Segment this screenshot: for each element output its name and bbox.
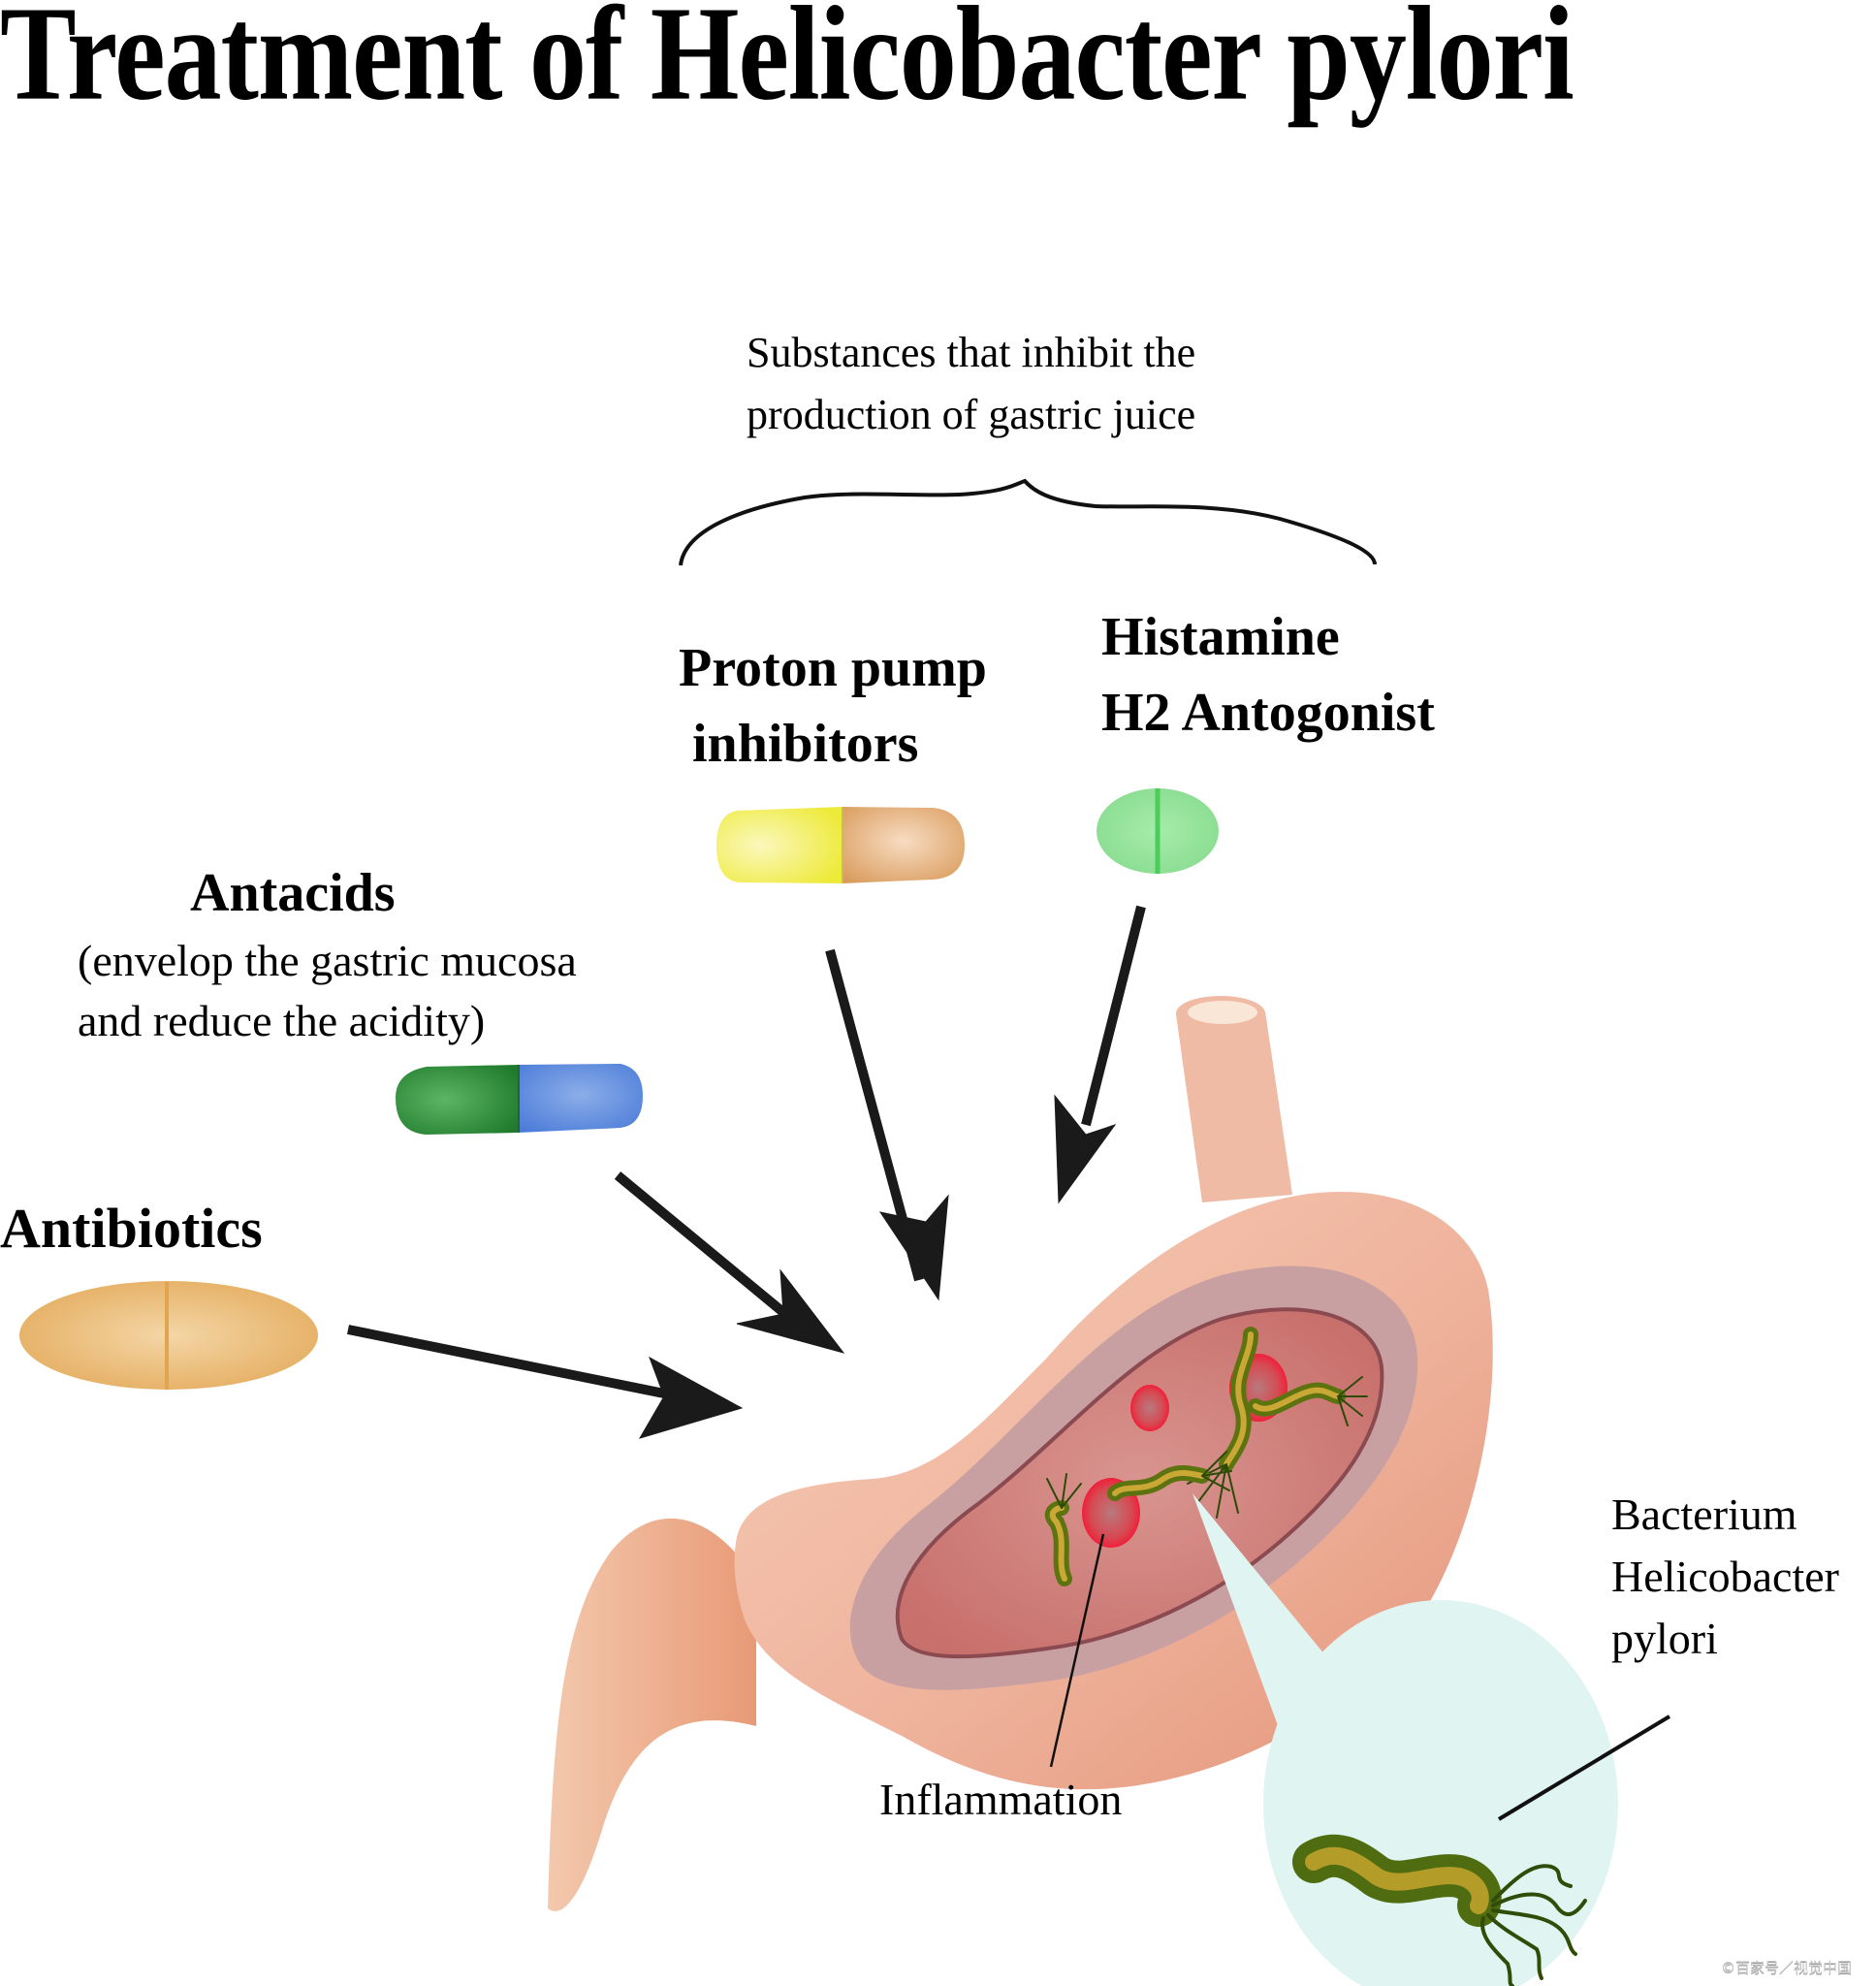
antibiotic-tablet [19, 1281, 318, 1390]
small-bacterium [1044, 1473, 1082, 1586]
inflammation-label: Inflammation [879, 1775, 1123, 1824]
group-label: Substances that inhibit the production o… [747, 322, 1195, 446]
antacid-capsule [396, 1064, 643, 1135]
proton-pump-inhibitors-label: Proton pump inhibitors [679, 630, 987, 782]
arrow-ppi [825, 948, 949, 1301]
bacterium-label: Bacterium Helicobacter pylori [1611, 1484, 1839, 1670]
arrow-antibiotics [347, 1325, 744, 1439]
h2-label-line1: Histamine [1101, 607, 1340, 667]
antacids-label: Antacids [190, 863, 396, 923]
antibiotics-label: Antibiotics [0, 1197, 263, 1260]
antacids-desc-line1: (envelop the gastric mucosa [78, 936, 577, 985]
h2-antagonist-tablet [1097, 788, 1219, 874]
small-bacterium [1107, 1451, 1232, 1501]
antacids-description: (envelop the gastric mucosa and reduce t… [78, 931, 577, 1051]
histamine-h2-label: Histamine H2 Antogonist [1101, 599, 1435, 751]
h2-label-line2: H2 Antogonist [1101, 683, 1435, 743]
antacids-desc-line2: and reduce the acidity) [78, 996, 486, 1045]
bacterium-magnified [1292, 1834, 1587, 1986]
arrow-antacids [614, 1171, 845, 1354]
page-title: Treatment of Helicobacter pylori [0, 0, 1574, 129]
grouping-brace [679, 478, 1377, 566]
watermark: ©百家号／视觉中国 [1721, 1959, 1853, 1976]
ppi-label-line2: inhibitors [692, 714, 919, 774]
inflammation-spot [1130, 1385, 1169, 1431]
arrow-h2 [1054, 905, 1146, 1204]
proton-pump-inhibitor-capsule [716, 807, 965, 883]
inflammation-leader-line [1049, 1533, 1105, 1768]
group-label-line1: Substances that inhibit the [747, 329, 1196, 376]
group-label-line2: production of gastric juice [747, 391, 1196, 438]
bacterium-label-line1: Bacterium [1611, 1490, 1797, 1539]
bacterium-label-line2: Helicobacter [1611, 1552, 1839, 1601]
bacterium-callout [1192, 1493, 1618, 1986]
arrows [347, 905, 1146, 1439]
bacterium-leader-line [1497, 1714, 1671, 1821]
bacterium-label-line3: pylori [1611, 1614, 1718, 1663]
ppi-label-line1: Proton pump [679, 638, 987, 698]
small-bacterium [1248, 1376, 1368, 1426]
small-bacterium [1187, 1327, 1258, 1519]
